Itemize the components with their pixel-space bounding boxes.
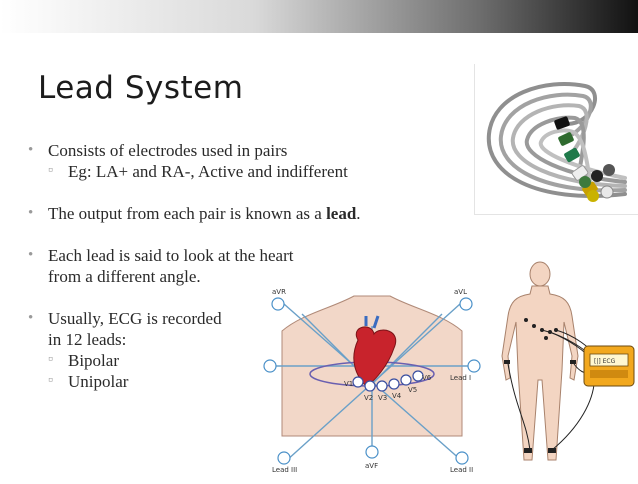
bullet-lead-angle: Each lead is said to look at the heart f… xyxy=(28,245,473,287)
ecg-lead-diagram: aVR aVL Lead I Lead III aVF Lead II V1 V… xyxy=(262,286,482,476)
bullet-text-line1: Usually, ECG is recorded xyxy=(48,309,222,328)
label-avl: aVL xyxy=(454,288,467,296)
bullet-lead-definition: The output from each pair is known as a … xyxy=(28,203,473,224)
subbullet-text: Unipolar xyxy=(68,372,129,391)
subbullet-example: Eg: LA+ and RA-, Active and indifferent xyxy=(28,160,473,182)
label-v5: V5 xyxy=(408,386,417,394)
label-v2: V2 xyxy=(364,394,373,402)
label-lead2: Lead II xyxy=(450,466,473,474)
bullet-text-line1: Each lead is said to look at the heart xyxy=(48,246,294,265)
bullet-12-leads: Usually, ECG is recorded in 12 leads: xyxy=(28,308,473,350)
bullet-list: Consists of electrodes used in pairs Eg:… xyxy=(28,140,473,392)
subbullet-bipolar: Bipolar xyxy=(28,349,473,371)
label-avr: aVR xyxy=(272,288,286,296)
label-lead1: Lead I xyxy=(450,374,471,382)
label-lead3: Lead III xyxy=(272,466,297,474)
subbullet-text: Bipolar xyxy=(68,351,119,370)
bullet-text-end: . xyxy=(356,204,361,223)
label-v6: V6 xyxy=(422,374,432,382)
bullet-text-line2: from a different angle. xyxy=(48,267,201,286)
bullet-text: The output from each pair is known as a xyxy=(48,204,327,223)
label-avf: aVF xyxy=(365,462,378,470)
subbullet-text: Eg: LA+ and RA-, Active and indifferent xyxy=(68,162,348,181)
label-v1: V1 xyxy=(344,380,353,388)
subbullet-unipolar: Unipolar xyxy=(28,370,473,392)
top-gradient-bar xyxy=(0,0,638,33)
bullet-text: Consists of electrodes used in pairs xyxy=(48,141,288,160)
label-v4: V4 xyxy=(392,392,402,400)
label-v3: V3 xyxy=(378,394,387,402)
bullet-text-line2: in 12 leads: xyxy=(48,330,127,349)
electrode-cables-image xyxy=(474,64,638,215)
bullet-bold-term: lead xyxy=(326,204,357,223)
patient-with-ecg-device-image: [|] ECG xyxy=(486,260,638,479)
bullet-electrode-pairs: Consists of electrodes used in pairs xyxy=(28,140,473,161)
ecg-device-label: [|] ECG xyxy=(594,358,616,365)
slide-title: Lead System xyxy=(38,70,244,106)
